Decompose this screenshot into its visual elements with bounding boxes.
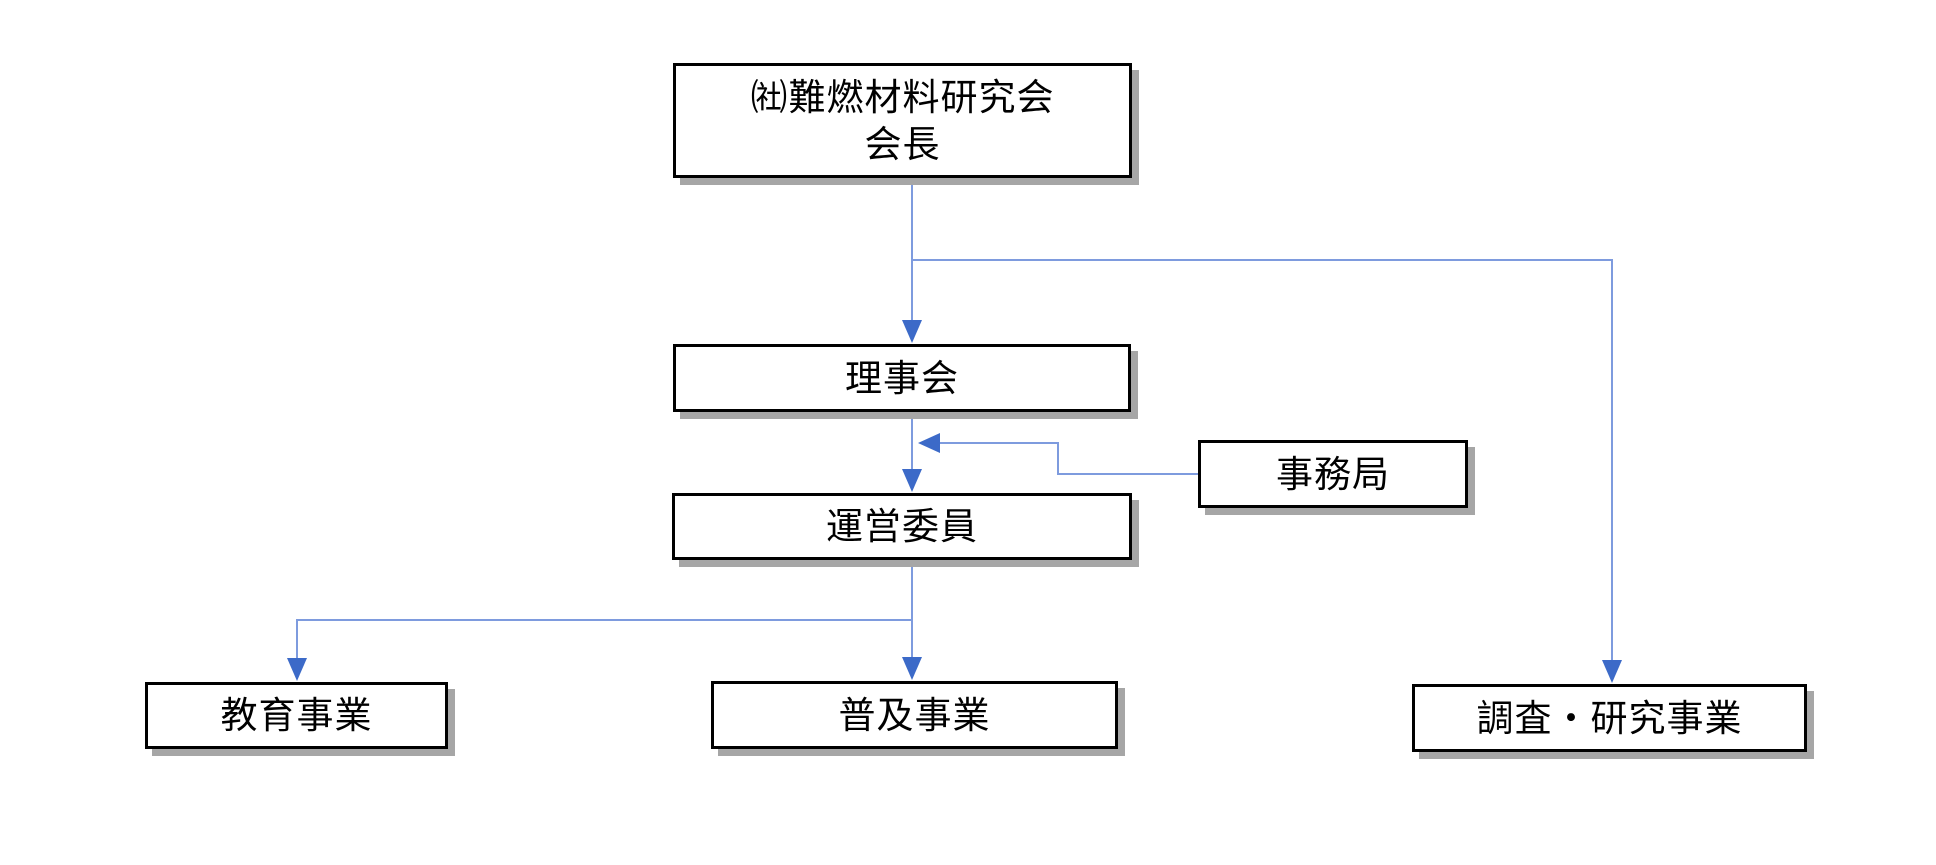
node-secretariat: 事務局 [1198, 440, 1468, 508]
edge-secretariat-arrowhead [918, 433, 940, 453]
node-research: 調査・研究事業 [1412, 684, 1807, 752]
node-board: 理事会 [673, 344, 1131, 412]
node-education-label: 教育事業 [220, 694, 373, 737]
node-steering-label: 運営委員 [826, 505, 978, 548]
node-dissemination-label: 普及事業 [838, 693, 991, 737]
edge-chairman-research-line [912, 259, 1613, 662]
node-chairman-label-line2: 会長 [864, 122, 941, 166]
node-steering: 運営委員 [672, 493, 1132, 560]
node-education: 教育事業 [145, 682, 448, 749]
edge-chairman-board-arrowhead [902, 320, 922, 343]
node-dissemination: 普及事業 [711, 681, 1118, 749]
edge-steering-education-arrowhead [287, 658, 307, 681]
node-secretariat-label: 事務局 [1276, 452, 1390, 496]
node-chairman: ㈳難燃材料研究会 会長 [673, 63, 1132, 178]
edge-board-steering-arrowhead [902, 469, 922, 492]
edge-chairman-research-arrowhead [1602, 660, 1622, 683]
node-chairman-label-line1: ㈳難燃材料研究会 [750, 75, 1055, 119]
node-board-label: 理事会 [845, 356, 959, 400]
edge-secretariat-line [940, 442, 1198, 475]
edge-steering-education-line [296, 619, 912, 660]
edge-steering-dissemination-arrowhead [902, 657, 922, 680]
node-research-label: 調査・研究事業 [1476, 696, 1743, 740]
